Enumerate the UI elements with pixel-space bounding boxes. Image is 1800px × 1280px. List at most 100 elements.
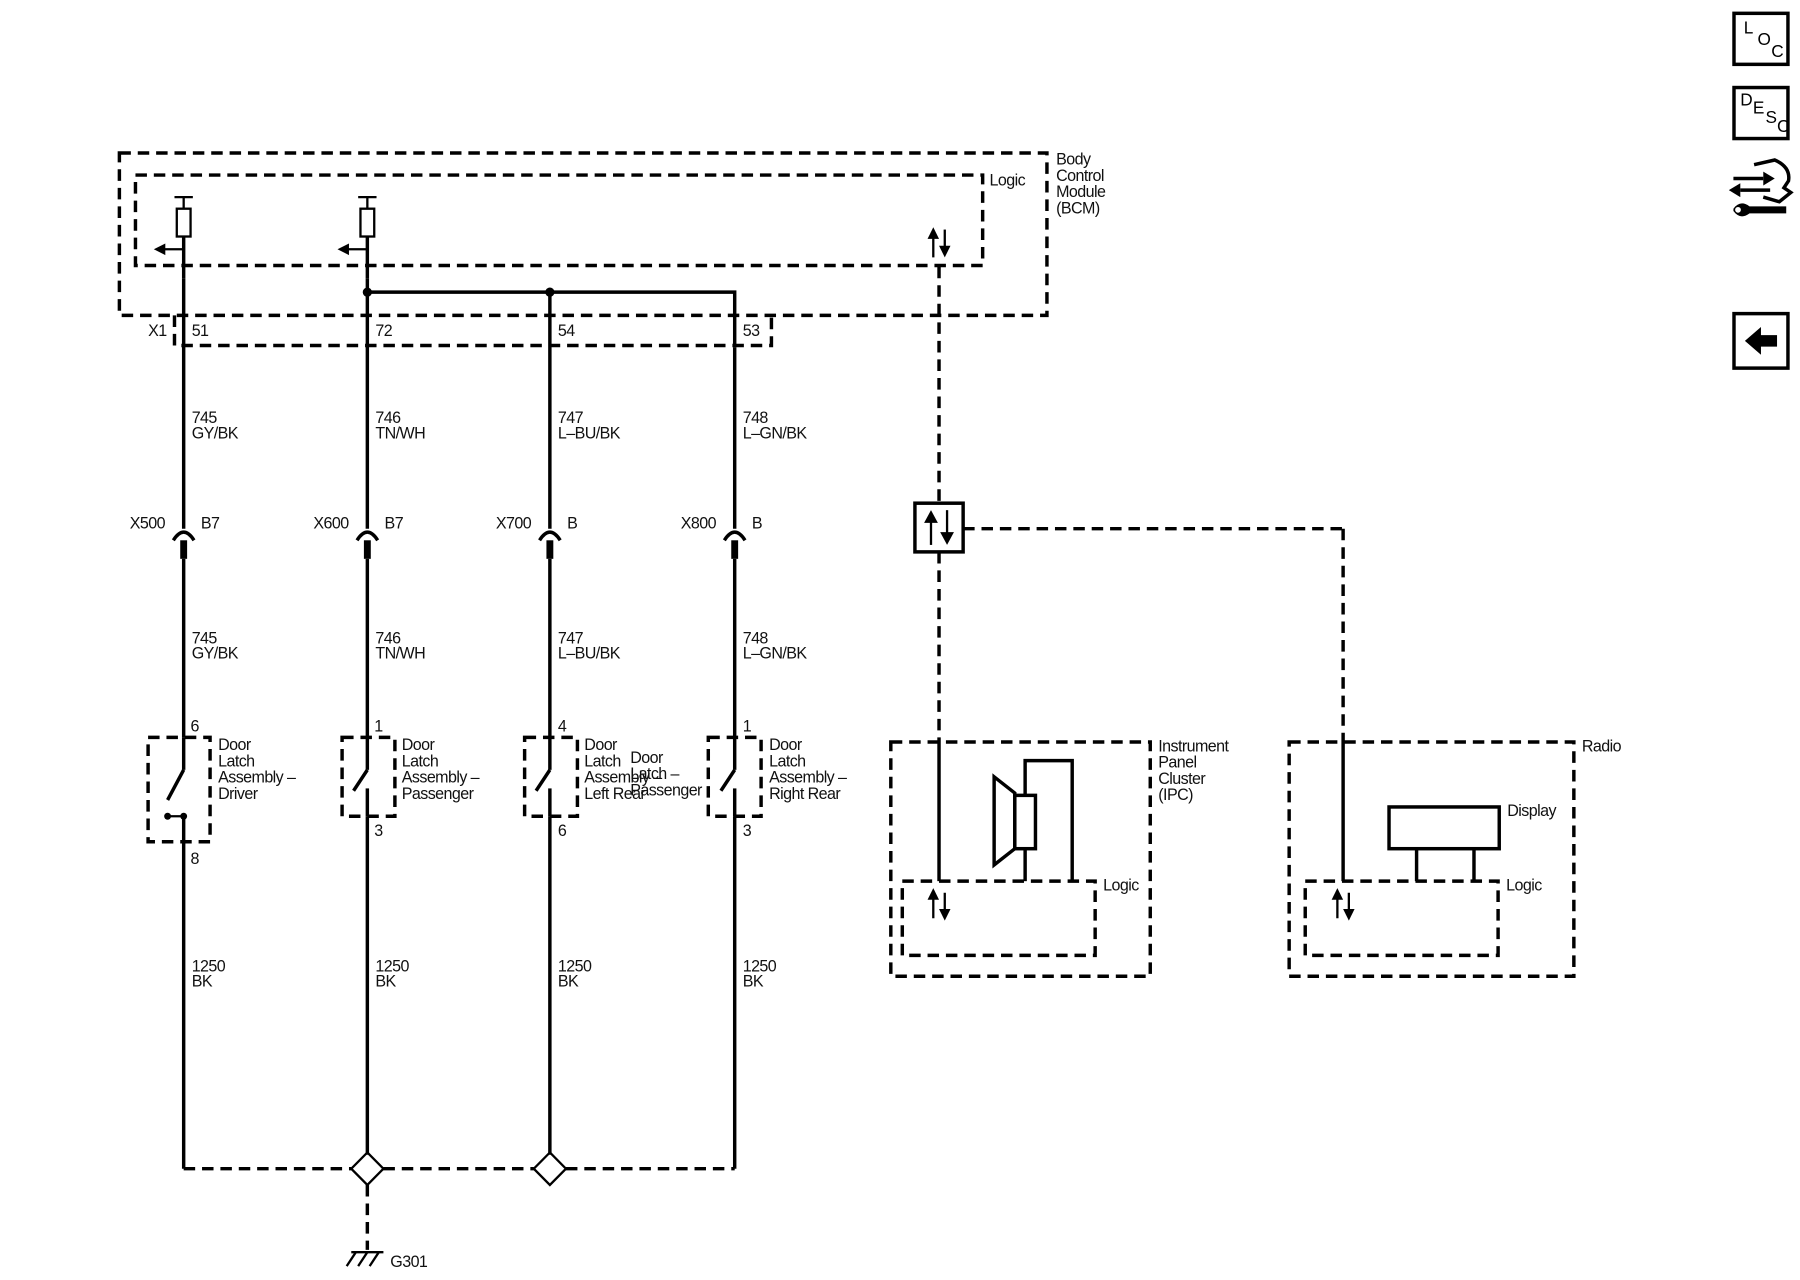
description-button-letter: C <box>1777 117 1790 137</box>
svg-text:Passenger: Passenger <box>402 785 475 803</box>
wire-circuit-number: 1250 <box>192 958 226 976</box>
description-button-letter: E <box>1752 98 1765 119</box>
bcm-resistor-driver <box>153 195 193 279</box>
wire-circuit-number: 1250 <box>558 958 592 976</box>
bcm-label-line: Body <box>1056 151 1092 169</box>
wire-color: L–GN/BK <box>743 424 808 442</box>
wire-circuit-number: 1250 <box>743 958 777 976</box>
door-latch-driver-label: Door Latch Assembly – Driver <box>218 736 296 803</box>
speaker-icon <box>992 758 1074 882</box>
location-button-letter: C <box>1771 41 1784 62</box>
svg-text:Latch: Latch <box>769 752 805 770</box>
bcm-resistor-passenger <box>337 195 377 279</box>
radio-logic-label: Logic <box>1506 876 1542 894</box>
bcm-outline <box>117 151 1049 318</box>
wire-color: BK <box>558 973 579 991</box>
radio-display-label: Display <box>1507 802 1557 820</box>
wire-circuit-number: 748 <box>743 629 769 647</box>
svg-text:Door: Door <box>218 736 252 754</box>
wire-circuit-number: 747 <box>558 629 584 647</box>
svg-text:Left Rear: Left Rear <box>584 785 646 803</box>
circuit-left-rear: 747 L–BU/BK X700 B 747 L–BU/BK 4 Door La… <box>496 292 704 1155</box>
latch-pin: 3 <box>374 822 383 840</box>
bcm-logic-label: Logic <box>990 171 1026 189</box>
svg-text:Assembly –: Assembly – <box>584 769 662 787</box>
svg-text:Driver: Driver <box>218 785 259 803</box>
svg-text:Latch: Latch <box>584 752 620 770</box>
latch-pin: 1 <box>743 718 752 736</box>
bcm-pin: 51 <box>192 322 209 340</box>
wire-circuit-number: 748 <box>743 409 769 427</box>
svg-text:Door: Door <box>769 736 803 754</box>
back-button[interactable] <box>1732 311 1790 370</box>
bcm-label-line: Module <box>1056 183 1106 201</box>
bcm-label: Body Control Module (BCM) <box>1056 151 1106 218</box>
circuit-driver: 745 GY/BK X500 B7 745 GY/BK 6 Door Latch… <box>130 278 297 1169</box>
svg-text:Door: Door <box>630 749 664 767</box>
bcm-serial-data-arrows <box>927 227 951 258</box>
location-button-letter: O <box>1757 30 1771 50</box>
svg-text:Door: Door <box>584 736 618 754</box>
radio-serial-arrows <box>1331 888 1355 921</box>
inline-connector-label: X800 <box>681 515 717 533</box>
wire-circuit-number: 746 <box>375 629 401 647</box>
bcm-pin: 72 <box>375 322 392 340</box>
ipc-serial-arrows <box>927 888 951 921</box>
inline-connector-label: X700 <box>496 515 532 533</box>
description-button[interactable]: D E S C <box>1732 85 1790 141</box>
wire-color: L–BU/BK <box>558 644 621 662</box>
wire-color: BK <box>375 973 396 991</box>
radio-module: Radio Display Logic <box>1287 737 1622 978</box>
bcm-pin: 54 <box>558 322 575 340</box>
wire-color: TN/WH <box>375 644 425 662</box>
wire-color: L–BU/BK <box>558 424 621 442</box>
latch-pin: 8 <box>191 850 200 868</box>
connector-wrench-icon[interactable] <box>1728 155 1796 225</box>
radio-label: Radio <box>1582 737 1622 755</box>
description-button-letter: D <box>1740 90 1753 111</box>
bcm-connector-label: X1 <box>148 322 167 340</box>
inline-connector-pin: B7 <box>385 515 404 533</box>
latch-pin: 6 <box>191 718 200 736</box>
svg-text:Assembly –: Assembly – <box>218 769 296 787</box>
wire-circuit-number: 1250 <box>375 958 409 976</box>
svg-text:Panel: Panel <box>1158 753 1196 771</box>
bcm-pin: 53 <box>743 322 760 340</box>
ground-label: G301 <box>390 1253 428 1271</box>
latch-pin: 3 <box>743 822 752 840</box>
svg-text:Assembly –: Assembly – <box>402 769 480 787</box>
serial-data-network <box>913 266 1345 743</box>
svg-text:Latch –: Latch – <box>630 765 679 783</box>
bcm-label-line: Control <box>1056 167 1104 185</box>
arrow-left-icon <box>1744 326 1778 355</box>
display-icon <box>1387 805 1501 882</box>
circuit-passenger: 746 TN/WH X600 B7 746 TN/WH 1 Door Latch… <box>313 278 480 1155</box>
location-button-letter: L <box>1743 18 1754 39</box>
wire-color: BK <box>192 973 213 991</box>
svg-text:(IPC): (IPC) <box>1158 786 1193 804</box>
wire-color: BK <box>743 973 764 991</box>
wire-circuit-number: 746 <box>375 409 401 427</box>
location-button[interactable]: L O C <box>1732 11 1790 67</box>
inline-connector-pin: B <box>752 515 762 533</box>
ground-bus <box>183 1150 735 1250</box>
svg-text:Latch: Latch <box>218 752 254 770</box>
inline-connector-pin: B <box>567 515 577 533</box>
wire-color: GY/BK <box>192 644 239 662</box>
wire-color: TN/WH <box>375 424 425 442</box>
svg-text:Assembly –: Assembly – <box>769 769 847 787</box>
svg-text:Cluster: Cluster <box>1158 770 1206 788</box>
latch-pin: 4 <box>558 718 567 736</box>
circuit-right-rear: 748 L–GN/BK X800 B 748 L–GN/BK 1 Door La… <box>681 347 848 1169</box>
door-latch-left-rear-label: Door Latch Assembly – Left Rear <box>584 736 662 803</box>
inline-connector-label: X500 <box>130 515 166 533</box>
bcm-logic-outline <box>133 173 985 268</box>
door-latch-passenger-label: Door Latch Assembly – Passenger <box>402 736 480 803</box>
wire-circuit-number: 747 <box>558 409 584 427</box>
ground-symbol <box>345 1251 384 1267</box>
bcm-x1-connector-outline <box>172 315 774 348</box>
ipc-logic-label: Logic <box>1103 876 1139 894</box>
bcm-shared-bus <box>367 290 737 348</box>
overlapping-latch-label: Door Latch – Passenger <box>630 749 703 800</box>
svg-text:Passenger: Passenger <box>630 781 703 799</box>
